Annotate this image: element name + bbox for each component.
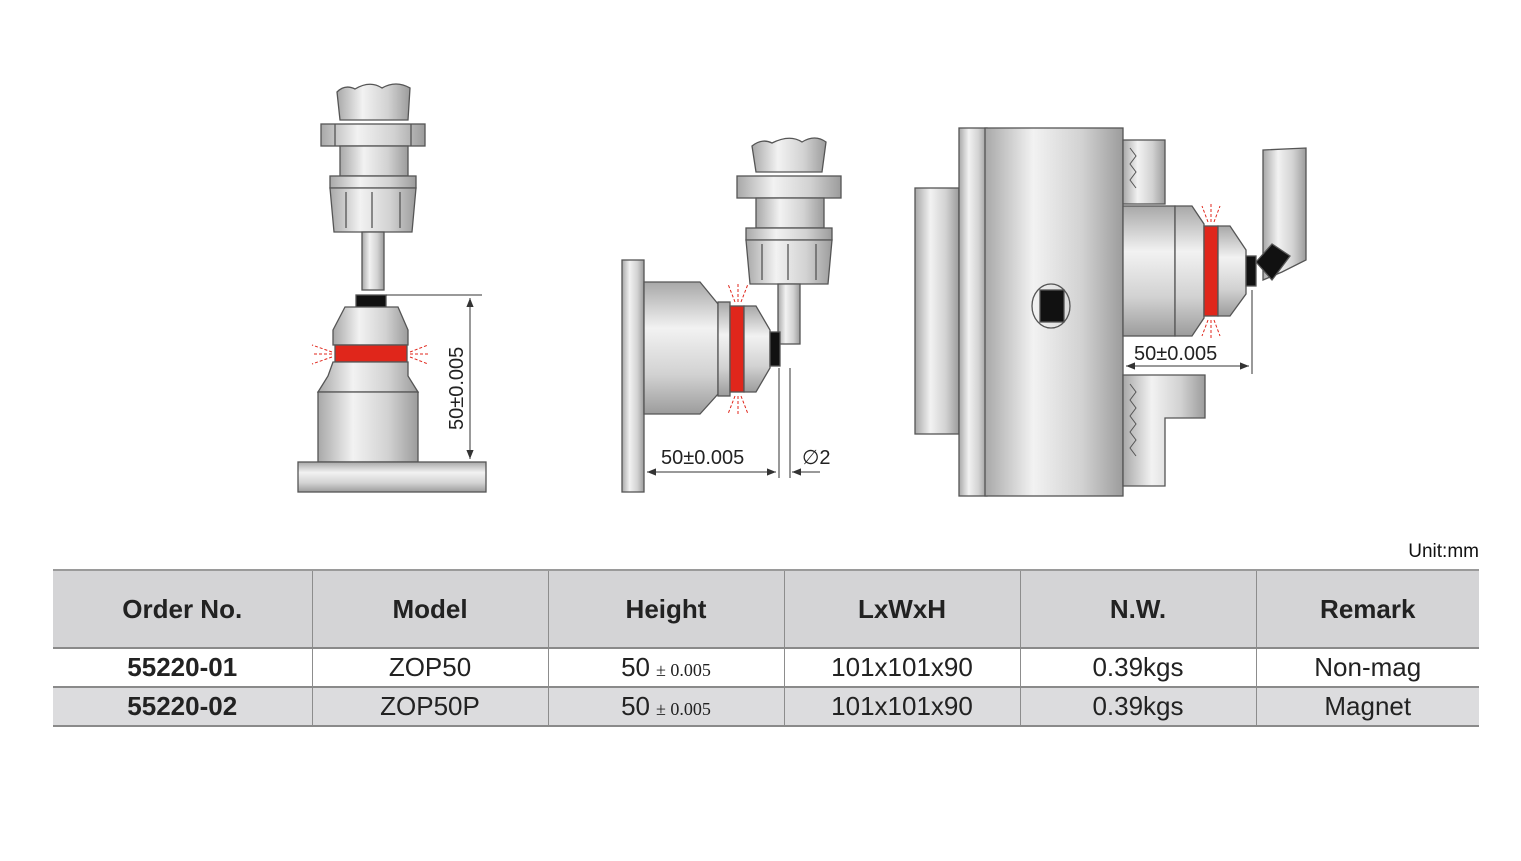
height-value: 50 [621, 691, 651, 721]
table-row: 55220-01 ZOP50 50± 0.005 101x101x90 0.39… [53, 648, 1479, 688]
header-net-weight: N.W. [1019, 569, 1257, 649]
header-order-no: Order No. [53, 569, 313, 649]
cell-order-no: 55220-01 [53, 648, 313, 688]
vertical-zero-setter-figure [297, 83, 487, 493]
diameter-label: ∅2 [802, 447, 831, 469]
product-illustrations: 50±0.005 50±0.005 ∅2 [297, 83, 1307, 497]
cell-net-weight: 0.39kgs [1019, 648, 1257, 688]
cell-dimensions: 101x101x90 [783, 648, 1021, 688]
specification-table: Order No. Model Height LxWxH N.W. Remark… [53, 569, 1479, 727]
cell-remark: Non-mag [1255, 648, 1479, 688]
cell-model: ZOP50 [311, 648, 549, 688]
header-height: Height [547, 569, 785, 649]
chuck-dimension-label: 50±0.005 [1134, 343, 1217, 365]
cell-dimensions: 101x101x90 [783, 687, 1021, 727]
height-tolerance: ± 0.005 [656, 699, 711, 719]
vertical-dimension-label: 50±0.005 [446, 347, 468, 430]
header-model: Model [311, 569, 549, 649]
cell-height: 50± 0.005 [547, 687, 785, 727]
cell-order-no: 55220-02 [53, 687, 313, 727]
table-header-row: Order No. Model Height LxWxH N.W. Remark [53, 569, 1479, 649]
cell-model: ZOP50P [311, 687, 549, 727]
cell-height: 50± 0.005 [547, 648, 785, 688]
height-value: 50 [621, 652, 651, 682]
header-remark: Remark [1255, 569, 1479, 649]
unit-label: Unit:mm [1408, 541, 1479, 562]
cell-net-weight: 0.39kgs [1019, 687, 1257, 727]
lathe-chuck-figure [914, 127, 1307, 497]
cell-remark: Magnet [1255, 687, 1479, 727]
header-dimensions: LxWxH [783, 569, 1021, 649]
height-tolerance: ± 0.005 [656, 660, 711, 680]
table-row: 55220-02 ZOP50P 50± 0.005 101x101x90 0.3… [53, 687, 1479, 727]
horizontal-zero-setter-figure [621, 137, 842, 493]
horizontal-dimension-label: 50±0.005 [661, 447, 744, 469]
